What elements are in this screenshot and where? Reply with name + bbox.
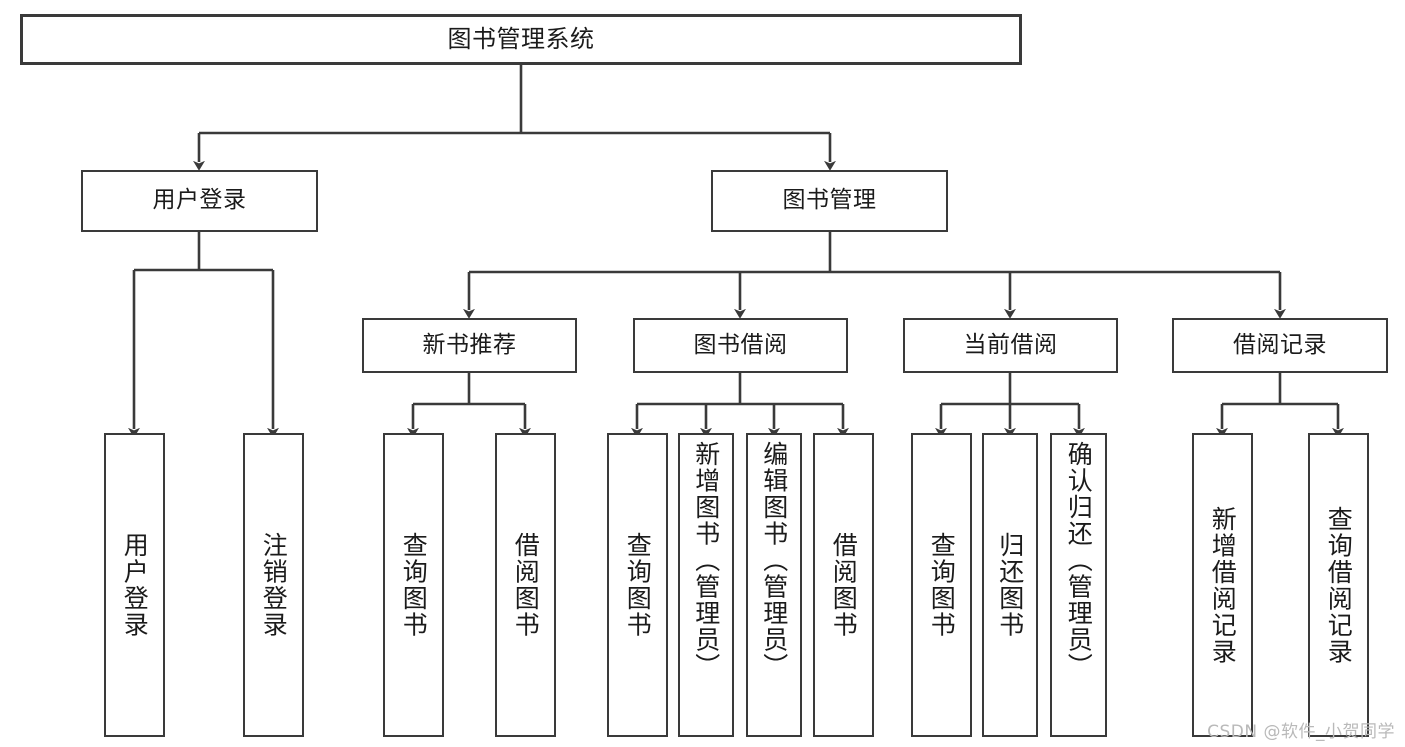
leaf-borrow-book[interactable]: 借阅图书 xyxy=(813,433,874,737)
leaf-edit-book-admin[interactable]: 编辑图书（管理员） xyxy=(746,433,802,737)
node-label: 归还图书 xyxy=(995,532,1025,638)
node-label: 图书管理系统 xyxy=(447,25,595,54)
leaf-user-login[interactable]: 用户登录 xyxy=(104,433,165,737)
leaf-borrow-book-rec[interactable]: 借阅图书 xyxy=(495,433,556,737)
leaf-query-book-borrow[interactable]: 查询图书 xyxy=(607,433,668,737)
node-label: 查询借阅记录 xyxy=(1324,505,1354,665)
node-label: 编辑图书（管理员） xyxy=(759,441,789,680)
node-label: 当前借阅 xyxy=(963,331,1058,358)
node-label: 注销登录 xyxy=(259,532,289,638)
leaf-confirm-return-admin[interactable]: 确认归还（管理员） xyxy=(1050,433,1107,737)
leaf-query-book-rec[interactable]: 查询图书 xyxy=(383,433,444,737)
node-label: 图书借阅 xyxy=(693,331,788,358)
leaf-query-borrow-record[interactable]: 查询借阅记录 xyxy=(1308,433,1369,737)
node-book-management[interactable]: 图书管理 xyxy=(711,170,948,232)
node-label: 确认归还（管理员） xyxy=(1064,441,1094,680)
node-current-borrow[interactable]: 当前借阅 xyxy=(903,318,1118,373)
node-label: 借阅记录 xyxy=(1233,331,1327,358)
node-label: 新增借阅记录 xyxy=(1208,505,1238,665)
leaf-add-book-admin[interactable]: 新增图书（管理员） xyxy=(678,433,734,737)
node-label: 查询图书 xyxy=(927,532,957,638)
leaf-add-borrow-record[interactable]: 新增借阅记录 xyxy=(1192,433,1253,737)
node-book-borrow[interactable]: 图书借阅 xyxy=(633,318,848,373)
node-label: 图书管理 xyxy=(782,187,877,214)
leaf-logout[interactable]: 注销登录 xyxy=(243,433,304,737)
leaf-query-book-current[interactable]: 查询图书 xyxy=(911,433,972,737)
node-label: 借阅图书 xyxy=(511,532,541,638)
node-label: 新增图书（管理员） xyxy=(691,441,721,680)
node-label: 借阅图书 xyxy=(829,532,859,638)
leaf-return-book[interactable]: 归还图书 xyxy=(982,433,1038,737)
node-label: 新书推荐 xyxy=(422,331,517,358)
node-user-login[interactable]: 用户登录 xyxy=(81,170,318,232)
node-root-system[interactable]: 图书管理系统 xyxy=(20,14,1022,65)
node-label: 用户登录 xyxy=(120,532,150,638)
node-label: 用户登录 xyxy=(152,187,247,214)
node-borrow-record[interactable]: 借阅记录 xyxy=(1172,318,1388,373)
watermark: CSDN @软件_小贺同学 xyxy=(1207,722,1395,742)
node-label: 查询图书 xyxy=(623,532,653,638)
node-new-book-recommend[interactable]: 新书推荐 xyxy=(362,318,577,373)
node-label: 查询图书 xyxy=(399,532,429,638)
